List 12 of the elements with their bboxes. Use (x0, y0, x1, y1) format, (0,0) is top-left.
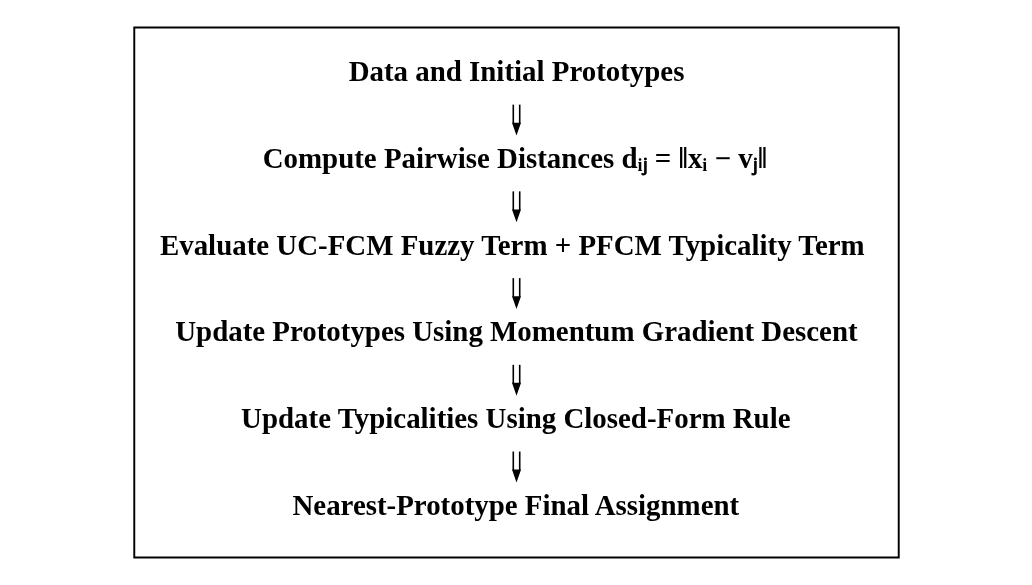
arrow (511, 277, 521, 309)
arrow (511, 103, 521, 136)
arrow (511, 364, 521, 396)
arrow (511, 450, 521, 483)
node-text: Update Typicalities Using Closed-Form Rule (240, 402, 791, 435)
node-text: Data and Initial Prototypes (348, 55, 684, 88)
node-text: Update Prototypes Using Momentum Gradient Descent (174, 315, 858, 348)
node-text: Evaluate UC-FCM Fuzzy Term + PFCM Typicality Term (159, 228, 865, 261)
arrow (511, 190, 521, 223)
node-text: Compute Pairwise Distances dᵢⱼ = ‖xᵢ − vⱼ‖ (262, 141, 767, 174)
cluster (132, 26, 900, 559)
node-text: Nearest-Prototype Final Assignment (291, 488, 739, 521)
